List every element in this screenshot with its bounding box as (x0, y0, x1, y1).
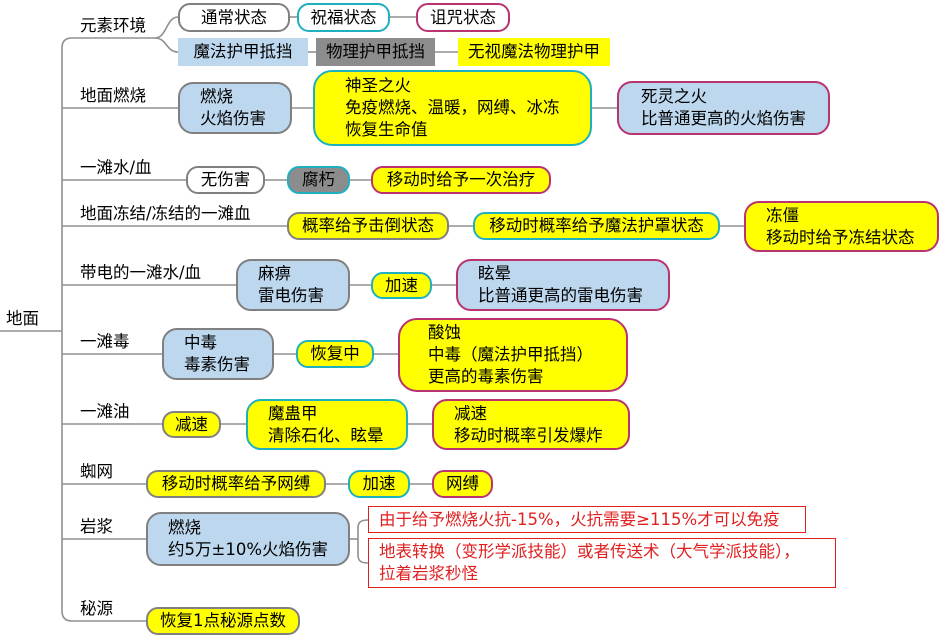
node-burning: 燃烧 火焰伤害 (178, 82, 292, 134)
lava-note-bracket (357, 519, 369, 564)
spine-line (61, 37, 73, 622)
node-slowed: 减速 (162, 411, 221, 438)
branch-label-poison: 一滩毒 (80, 332, 130, 351)
lava-note-tactic: 地表转换（变形学派技能）或者传送术（大气学派技能）， 拉着岩浆秒怪 (368, 538, 836, 588)
node-stunned: 眩晕 比普通更高的雷电伤害 (456, 259, 670, 311)
node-poisoned: 中毒 毒素伤害 (162, 328, 274, 380)
branch-label-elements: 元素环境 (80, 16, 146, 35)
node-acid: 酸蚀 中毒（魔法护甲抵挡） 更高的毒素伤害 (398, 318, 628, 392)
node-knockdown-chance: 概率给予击倒状态 (287, 212, 449, 240)
node-no-damage: 无伤害 (186, 166, 265, 194)
node-webbed: 网缚 (432, 470, 493, 498)
node-lava-burning: 燃烧 约5万±10%火焰伤害 (146, 512, 350, 566)
node-cursed-state: 诅咒状态 (416, 3, 510, 32)
branch-label-frozen: 地面冻结/冻结的一滩血 (80, 204, 251, 223)
node-magic-armor-block: 魔法护甲抵挡 (178, 38, 308, 66)
branch-label-water: 一滩水/血 (80, 158, 152, 177)
branch-label-source: 秘源 (80, 599, 113, 618)
node-regenerating: 恢复中 (296, 340, 374, 368)
node-haste-electric: 加速 (371, 272, 432, 299)
node-necrofire: 死灵之火 比普通更高的火焰伤害 (617, 81, 830, 135)
branch-line-elements-top (154, 16, 179, 39)
branch-line-elements-bottom (154, 37, 179, 53)
node-blessed-oil: 魔蛊甲 清除石化、眩晕 (246, 399, 408, 450)
node-holy-fire: 神圣之火 免疫燃烧、温暖，网缚、冰冻 恢复生命值 (313, 70, 592, 146)
node-physical-armor-block: 物理护甲抵挡 (316, 38, 435, 66)
node-ignore-armor: 无视魔法物理护甲 (458, 38, 610, 66)
node-haste-web: 加速 (348, 470, 410, 498)
branch-label-electrified: 带电的一滩水/血 (80, 263, 202, 282)
node-decaying: 腐朽 (287, 166, 350, 194)
node-cursed-oil: 减速 移动时概率引发爆炸 (432, 399, 630, 450)
node-magic-shell-chance: 移动时概率给予魔法护罩状态 (473, 212, 720, 240)
node-chilled: 冻僵 移动时给予冻结状态 (744, 201, 939, 252)
branch-label-web: 蜘网 (80, 462, 113, 481)
node-normal-state: 通常状态 (178, 3, 290, 32)
node-web-chance: 移动时概率给予网缚 (146, 470, 326, 498)
lava-note-fire-resist: 由于给予燃烧火抗-15%，火抗需要≥115%才可以免疫 (368, 506, 806, 533)
root-topic: 地面 (6, 309, 39, 328)
node-source-point: 恢复1点秘源点数 (146, 607, 300, 635)
branch-label-burning: 地面燃烧 (80, 86, 146, 105)
branch-label-lava: 岩浆 (80, 517, 113, 536)
node-shocked: 麻痹 雷电伤害 (236, 259, 350, 311)
branch-label-oil: 一滩油 (80, 402, 130, 421)
node-heal-on-move: 移动时给予一次治疗 (371, 166, 551, 194)
node-blessed-state: 祝福状态 (297, 3, 390, 32)
